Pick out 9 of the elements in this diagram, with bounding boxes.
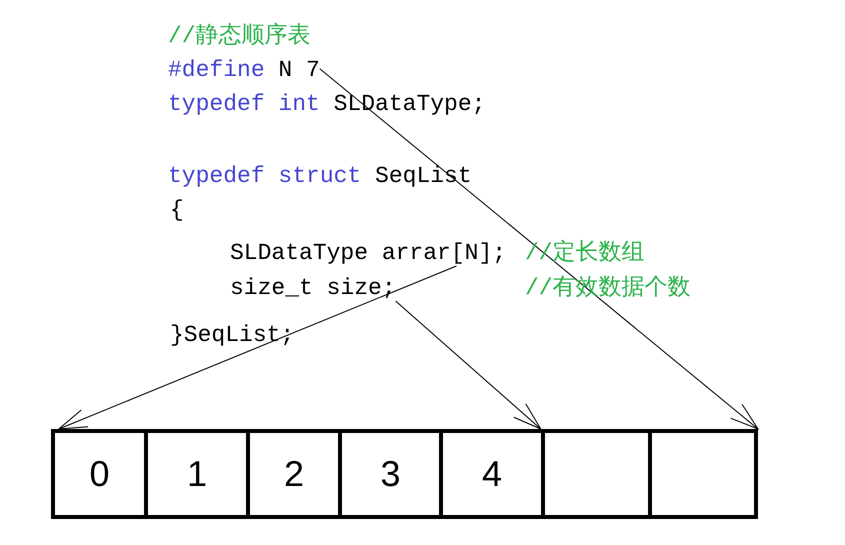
code-line: { (170, 197, 184, 223)
code-comment: //静态顺序表 (168, 23, 311, 49)
code-line: SLDataType arrar[N]; (230, 240, 506, 266)
arrow (395, 300, 542, 430)
arrow (58, 266, 457, 430)
code-line: }SeqList; (170, 322, 294, 348)
code-line: size_t size; (230, 275, 396, 301)
code-line: #define N 7 (168, 57, 320, 83)
arrow (319, 68, 758, 430)
